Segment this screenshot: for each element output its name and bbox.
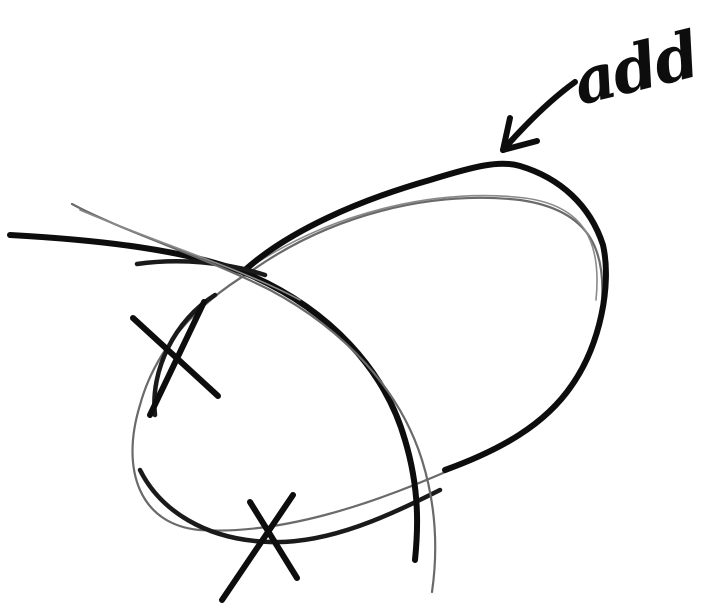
crossing-curve-marker (10, 235, 417, 560)
ellipse-pencil-stroke-2 (258, 196, 597, 300)
ellipse-bottom-stroke (140, 470, 440, 542)
ellipse-marker-stroke (245, 164, 606, 470)
annotation-label: add (566, 17, 707, 120)
annotation-arrow (503, 82, 575, 150)
x-mark-lower (222, 495, 297, 600)
ellipse-lower-stroke (154, 295, 215, 415)
x-mark-upper (133, 302, 218, 415)
